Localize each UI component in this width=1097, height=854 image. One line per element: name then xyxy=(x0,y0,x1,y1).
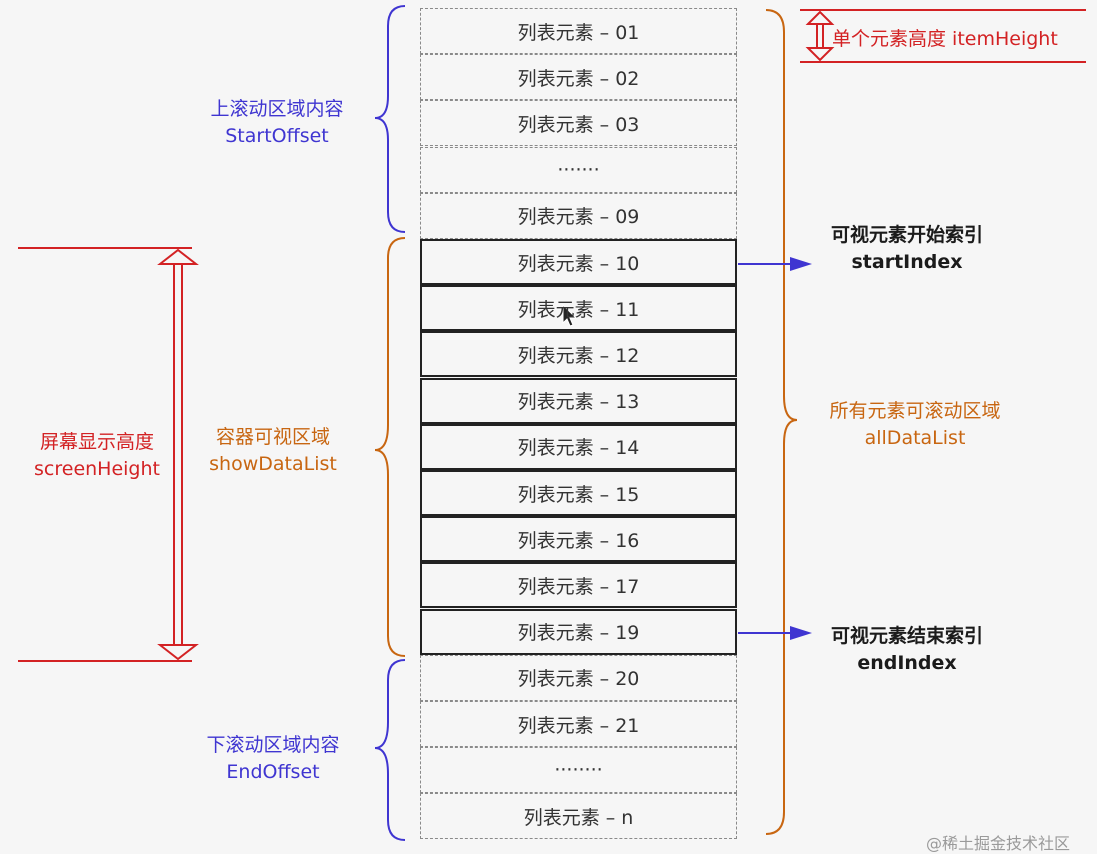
hidden-list-item: 列表元素 – 09 xyxy=(420,192,737,239)
hidden-list-item: 列表元素 – 20 xyxy=(420,654,737,701)
visible-list-item: 列表元素 – 10 xyxy=(420,239,737,285)
hidden-list-item: 列表元素 – n xyxy=(420,793,737,840)
visible-list-item: 列表元素 – 12 xyxy=(420,331,737,378)
show-data-list-label: 容器可视区域 showDataList xyxy=(209,426,337,475)
start-index-label: 可视元素开始索引 startIndex xyxy=(830,224,983,273)
end-index-arrow xyxy=(738,626,812,640)
hidden-list-item: 列表元素 – 01 xyxy=(420,8,737,54)
visible-list-item: 列表元素 – 11 xyxy=(420,285,737,332)
visible-list-item: 列表元素 – 19 xyxy=(420,608,737,655)
end-offset-label: 下滚动区域内容 EndOffset xyxy=(206,734,340,783)
item-height-label: 单个元素高度 itemHeight xyxy=(832,28,1058,50)
hidden-list-item: 列表元素 – 02 xyxy=(420,54,737,101)
visible-list-item: 列表元素 – 13 xyxy=(420,377,737,424)
end-index-label: 可视元素结束索引 endIndex xyxy=(830,625,983,674)
hidden-list-item: ······· xyxy=(420,146,737,193)
start-index-arrow xyxy=(738,257,812,271)
visible-list-item: 列表元素 – 15 xyxy=(420,470,737,516)
visible-list-item: 列表元素 – 16 xyxy=(420,516,737,563)
visible-list-item: 列表元素 – 14 xyxy=(420,423,737,470)
watermark: @稀土掘金技术社区 xyxy=(926,834,1071,853)
screen-height-label: 屏幕显示高度 screenHeight xyxy=(34,431,160,480)
hidden-list-item: ········ xyxy=(420,747,737,794)
hidden-list-item: 列表元素 – 21 xyxy=(420,701,737,747)
item-height-marker xyxy=(800,9,1086,63)
show-data-list-brace xyxy=(374,237,406,657)
screen-height-marker xyxy=(18,247,199,662)
all-data-list-brace xyxy=(765,9,798,835)
mouse-cursor-icon xyxy=(562,303,578,327)
start-offset-brace xyxy=(374,5,406,233)
visible-list-item: 列表元素 – 17 xyxy=(420,562,737,609)
end-offset-brace xyxy=(374,659,406,841)
start-offset-label: 上滚动区域内容 StartOffset xyxy=(210,98,344,147)
hidden-list-item: 列表元素 – 03 xyxy=(420,100,737,147)
all-data-list-label: 所有元素可滚动区域 allDataList xyxy=(829,400,1001,449)
